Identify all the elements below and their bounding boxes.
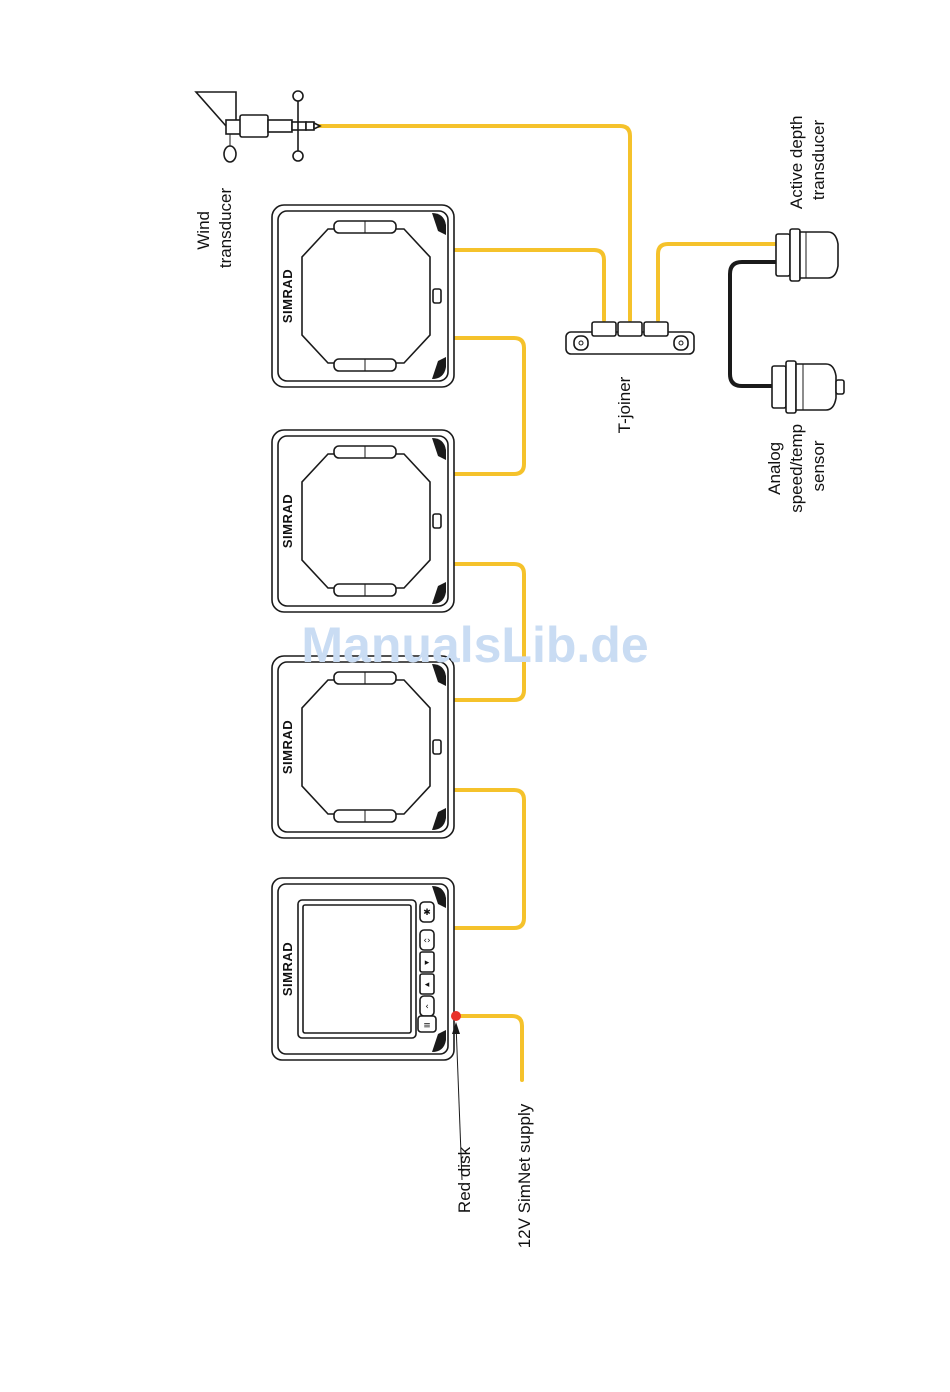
display-unit-1: SIMRAD — [272, 205, 454, 387]
display-unit-2: SIMRAD — [272, 430, 454, 612]
svg-text:◂: ◂ — [425, 980, 430, 990]
watermark: ManualsLib.de — [301, 617, 648, 673]
svg-text:‹›: ‹› — [423, 936, 430, 946]
brand-logo: SIMRAD — [280, 494, 295, 548]
label-wind-transducer: Wind transducer — [194, 188, 235, 269]
red-disk-marker — [451, 1011, 461, 1021]
label-active-depth-transducer: Active depth transducer — [787, 111, 828, 209]
svg-text:≡: ≡ — [423, 1021, 431, 1031]
brand-logo: SIMRAD — [280, 720, 295, 774]
cable-depth-to-speed — [730, 262, 776, 386]
screen — [298, 900, 416, 1038]
active-depth-transducer — [776, 229, 838, 281]
label-analog-speed-temp-sensor: Analog speed/temp sensor — [765, 419, 828, 513]
wire-unit1-to-tjoiner — [454, 250, 604, 320]
display-unit-3: SIMRAD — [272, 656, 454, 838]
svg-text:‹: ‹ — [425, 1002, 429, 1012]
brand-logo: SIMRAD — [280, 942, 295, 996]
wire-unit3-to-unit4 — [454, 790, 524, 928]
analog-speed-temp-sensor — [772, 361, 844, 413]
svg-text:✱: ✱ — [423, 908, 431, 918]
label-12v-simnet-supply: 12V SimNet supply — [515, 1103, 534, 1248]
wire-depth-to-tjoiner — [658, 244, 776, 320]
wire-unit1-to-unit2 — [454, 338, 524, 474]
svg-text:▸: ▸ — [425, 958, 430, 968]
wire-supply — [456, 1016, 522, 1080]
display-unit-4: SIMRAD ✱ ‹› ▸ ◂ ‹ ≡ — [272, 878, 454, 1060]
brand-logo: SIMRAD — [280, 269, 295, 323]
label-t-joiner: T-joiner — [615, 376, 634, 433]
label-red-disk: Red disk — [455, 1146, 474, 1213]
t-joiner — [566, 322, 694, 354]
wind-transducer — [196, 91, 320, 162]
